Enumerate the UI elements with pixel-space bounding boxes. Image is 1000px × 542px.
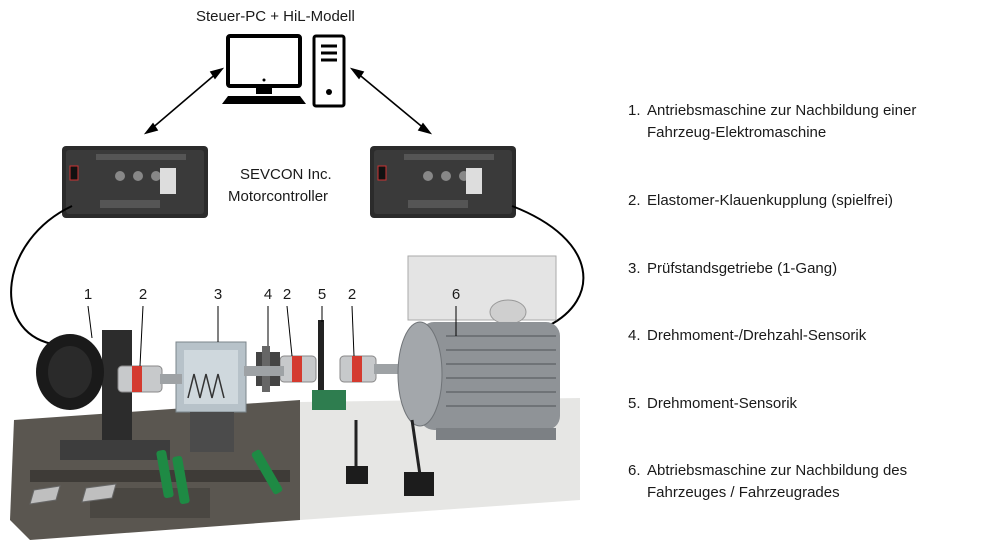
magnetic-stand-1	[346, 420, 368, 484]
callout-1: 1	[83, 286, 93, 303]
gearbox	[175, 341, 247, 452]
legend-item-2: 2. Elastomer-Klauenkupplung (spielfrei)	[628, 192, 893, 209]
legend-item-5: 5. Drehmoment-Sensorik	[628, 395, 798, 412]
cable-left	[10, 205, 73, 345]
callout-5: 5	[317, 286, 327, 303]
callout-2b: 2	[282, 286, 292, 303]
arrow-right-icon	[349, 67, 433, 135]
control-pc-label: Steuer-PC + HiL-Modell	[196, 8, 355, 25]
callout-2c: 2	[347, 286, 357, 303]
cable-right	[511, 205, 585, 327]
legend-item-6: 6. Abtriebsmaschine zur Nachbildung des …	[628, 462, 908, 501]
arrow-left-icon	[143, 67, 225, 135]
magnetic-stand-2	[404, 419, 434, 496]
motor-controller-left	[62, 146, 208, 218]
coupling-1	[117, 365, 163, 393]
controller-label-line2: Motorcontroller	[228, 188, 329, 205]
coupling-2	[279, 355, 317, 383]
legend-item-1: 1. Antriebsmaschine zur Nachbildung eine…	[628, 102, 917, 141]
callout-6: 6	[451, 286, 461, 303]
callout-3: 3	[213, 286, 223, 303]
pc-tower-icon	[312, 34, 346, 108]
keyboard-icon	[222, 96, 306, 104]
monitor-icon	[226, 34, 302, 94]
legend-item-4: 4. Drehmoment-/Drehzahl-Sensorik	[628, 327, 867, 344]
controller-label-line1: SEVCON Inc.	[240, 166, 332, 183]
motor-controller-right	[370, 146, 516, 218]
output-machine	[397, 255, 560, 440]
coupling-3	[339, 355, 377, 383]
green-clamps	[156, 449, 283, 505]
legend-item-3: 3. Prüfstandsgetriebe (1-Gang)	[628, 260, 838, 277]
callout-2a: 2	[138, 286, 148, 303]
callout-4: 4	[263, 286, 273, 303]
leveling-feet	[29, 483, 117, 505]
torque-sensor	[312, 320, 346, 410]
drive-machine	[36, 330, 170, 460]
